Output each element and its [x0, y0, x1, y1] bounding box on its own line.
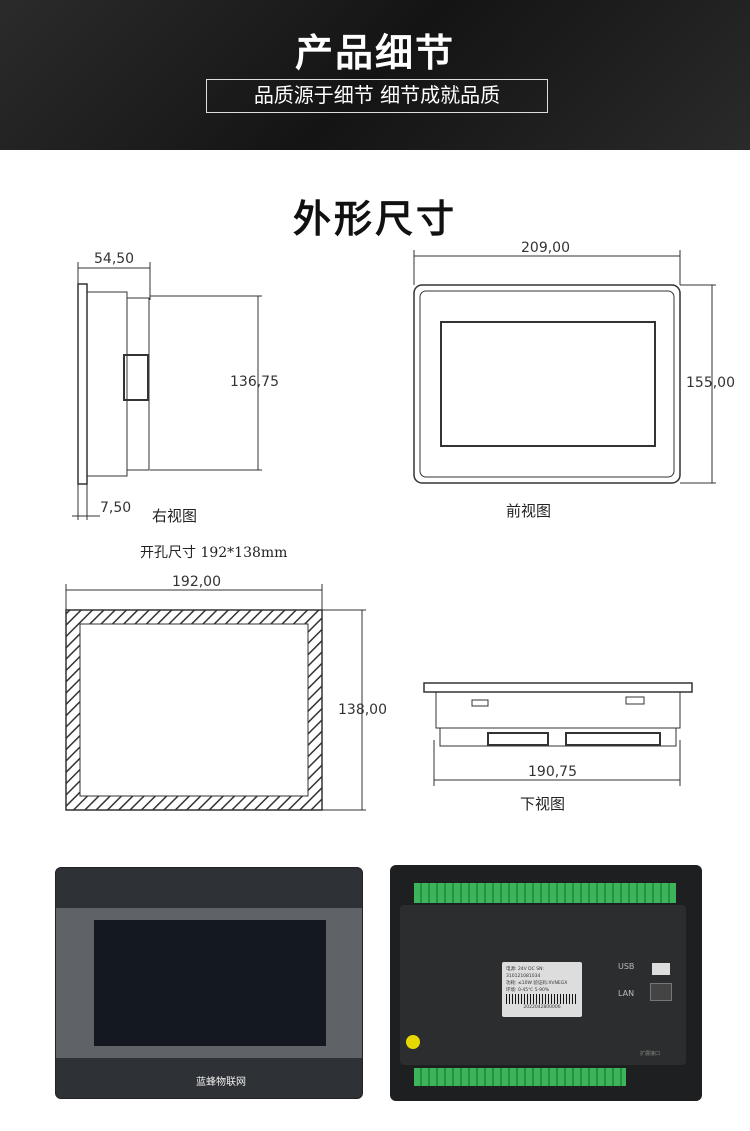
bottom-view-drawing — [423, 682, 693, 786]
terminal-blocks — [414, 883, 676, 903]
front-view-height: 155,00 — [686, 375, 735, 391]
usb-label: USB — [618, 962, 635, 971]
section-title: 外形尺寸 — [292, 197, 457, 241]
bottom-view-label: 下视图 — [520, 795, 566, 813]
right-view-flange: 7,50 — [100, 500, 132, 516]
label-line: 电源: 24V DC SN: 310121081034 — [506, 967, 544, 979]
cutout-width: 192,00 — [172, 574, 221, 590]
right-view-drawing — [72, 262, 262, 520]
bottom-view-width: 190,75 — [528, 764, 577, 780]
terminal-blocks-bottom — [414, 1068, 626, 1086]
header-banner: 产品细节 品质源于细节 细节成就品质 — [0, 0, 750, 150]
barcode-number: 2022042800006 — [523, 1005, 561, 1010]
right-view-height: 136,75 — [230, 374, 279, 390]
front-view-label: 前视图 — [506, 502, 552, 520]
yellow-button[interactable] — [406, 1035, 420, 1049]
cutout-caption: 开孔尺寸 192*138mm — [140, 545, 288, 561]
cutout-height: 138,00 — [338, 702, 387, 718]
front-product-photo: 蓝蜂物联网 — [55, 867, 363, 1099]
brand-logo: 蓝蜂物联网 — [196, 1077, 246, 1088]
lan-label: LAN — [618, 989, 635, 998]
usb-port[interactable] — [652, 963, 670, 975]
right-view-depth: 54,50 — [94, 251, 135, 267]
right-view-label: 右视图 — [152, 507, 198, 525]
screen — [94, 920, 326, 1046]
cutout-drawing — [65, 584, 366, 811]
front-view-width: 209,00 — [521, 240, 570, 256]
lan-port[interactable] — [650, 983, 672, 1001]
front-view-drawing — [413, 250, 716, 484]
expansion-label: 扩展接口 — [640, 1051, 661, 1057]
header-subtitle: 品质源于细节 细节成就品质 — [206, 79, 548, 113]
label-line: 环境: 0-45℃ 5-90% — [506, 988, 550, 993]
label-line: 功耗: ≤10W 验证码:XVNEGX — [506, 981, 568, 986]
spec-label: 电源: 24V DC SN: 310121081034 功耗: ≤10W 验证码… — [502, 962, 582, 1017]
back-product-photo: 电源: 24V DC SN: 310121081034 功耗: ≤10W 验证码… — [390, 865, 702, 1101]
header-title: 产品细节 — [294, 31, 455, 75]
